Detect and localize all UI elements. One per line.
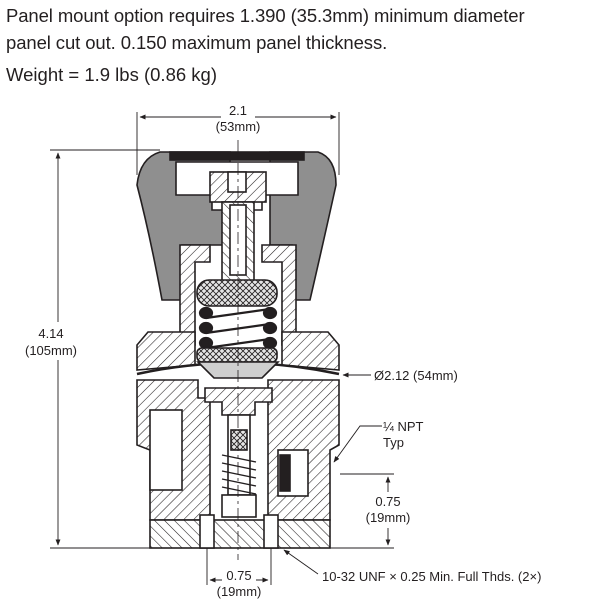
body-upper-flange-left <box>136 331 196 371</box>
upper-spring-button <box>196 279 278 307</box>
npt-port-label: ¼ NPT <box>383 419 424 434</box>
mounting-hole-right <box>263 514 279 549</box>
weight-note: Weight = 1.9 lbs (0.86 kg) <box>6 64 217 85</box>
height-inches-label: 4.14 <box>38 326 63 341</box>
lower-bore <box>221 494 257 518</box>
bottom-spacing-mm-label: (19mm) <box>217 584 262 599</box>
thread-note-label: 10-32 UNF × 0.25 Min. Full Thds. (2×) <box>322 569 541 584</box>
body-upper-flange-right <box>281 331 340 371</box>
dimension-labels: 2.1 (53mm) 4.14 (105mm) Ø2.12 (54mm) ¼ N… <box>20 103 541 599</box>
poppet-spring <box>221 454 257 495</box>
knob-cap-plate <box>169 151 305 161</box>
body-base <box>149 519 331 549</box>
port-height-inches-label: 0.75 <box>375 494 400 509</box>
port-height-mm-label: (19mm) <box>366 510 411 525</box>
width-inches-label: 2.1 <box>229 103 247 118</box>
note-line-2: panel cut out. 0.150 maximum panel thick… <box>6 32 388 53</box>
width-mm-label: (53mm) <box>216 119 261 134</box>
mounting-hole-left <box>199 514 215 549</box>
note-line-1: Panel mount option requires 1.390 (35.3m… <box>6 5 525 26</box>
npt-typ-label: Typ <box>383 435 404 450</box>
valve-seat <box>204 387 273 416</box>
inlet-port <box>149 409 183 491</box>
panel-mount-note: Panel mount option requires 1.390 (35.3m… <box>6 2 606 56</box>
adjusting-screw-hex-socket <box>227 171 247 193</box>
gauge-port-seal <box>279 454 291 492</box>
height-mm-label: (105mm) <box>25 343 77 358</box>
bottom-spacing-inches-label: 0.75 <box>226 568 251 583</box>
diameter-label: Ø2.12 (54mm) <box>374 368 458 383</box>
lower-spring-button <box>196 347 278 363</box>
range-spring <box>198 306 278 350</box>
poppet <box>230 429 248 451</box>
